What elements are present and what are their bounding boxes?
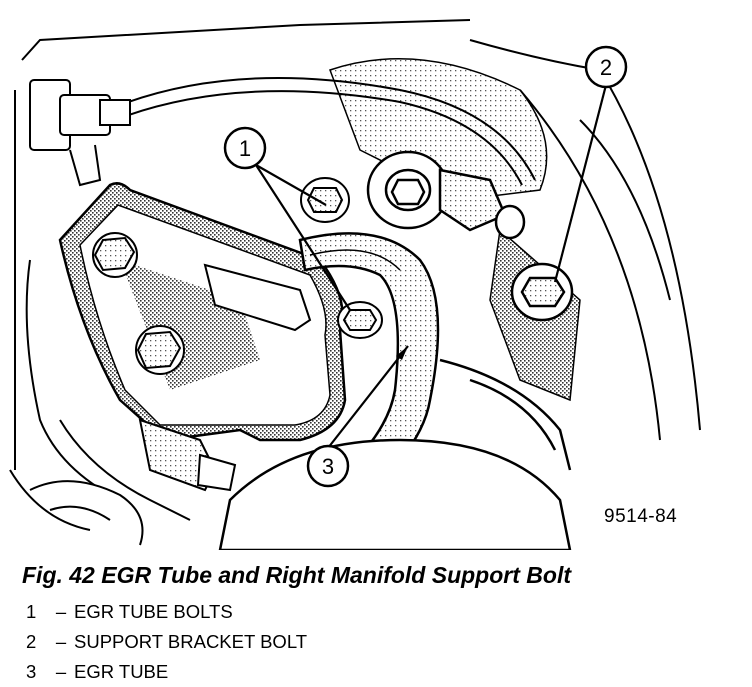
legend-number: 2: [26, 631, 37, 652]
legend-number: 1: [26, 601, 37, 622]
egr-valve: [366, 150, 526, 240]
engine-illustration: 1 2 3 9514-84: [9, 19, 701, 552]
bracket-bolt: [92, 232, 185, 375]
legend-dash: –: [55, 601, 67, 622]
electrical-connector: [29, 79, 131, 187]
legend-text: SUPPORT BRACKET BOLT: [74, 631, 308, 652]
egr-tube-bolt: [300, 177, 383, 339]
legend-dash: –: [55, 631, 67, 652]
callout-arrowhead: [396, 346, 408, 360]
callout-3: 3: [306, 444, 350, 488]
egr-tube-illustration: 1 2 3: [9, 19, 701, 552]
callout-2: 2: [584, 45, 628, 89]
legend-item: 1–EGR TUBE BOLTS: [26, 597, 307, 627]
lower-fitting: [29, 418, 237, 546]
callout-1-label: 1: [239, 136, 251, 161]
callout-1: 1: [223, 126, 267, 170]
legend-item: 2–SUPPORT BRACKET BOLT: [26, 627, 307, 657]
engine-outline: [9, 19, 701, 531]
figure-id-label: 9514-84: [604, 506, 678, 527]
legend-text: EGR TUBE BOLTS: [74, 601, 233, 622]
legend-number: 3: [26, 661, 37, 682]
callout-2-label: 2: [600, 55, 612, 80]
legend-item: 3–EGR TUBE: [26, 657, 307, 687]
figure-caption: Fig. 42 EGR Tube and Right Manifold Supp…: [22, 562, 571, 588]
support-bracket-bolt: [510, 262, 574, 322]
callout-3-label: 3: [322, 454, 334, 479]
vacuum-hose: [119, 77, 536, 186]
legend-list: 1–EGR TUBE BOLTS 2–SUPPORT BRACKET BOLT …: [26, 597, 307, 687]
legend-dash: –: [55, 661, 67, 682]
callout-leader: [255, 84, 608, 449]
bracket-slot: [203, 263, 312, 332]
legend-text: EGR TUBE: [74, 661, 169, 682]
